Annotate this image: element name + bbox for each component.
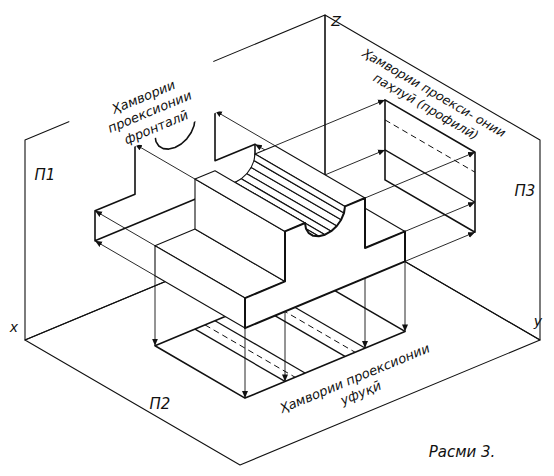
- plane-title: Ҳамвории проекси- онии паҳлуӣ (профилӣ): [345, 41, 516, 159]
- figure-caption: Расми 3.: [429, 443, 496, 462]
- projector-line: [135, 144, 195, 179]
- object-face: [195, 171, 305, 232]
- plane-title: Ҳамвории проексионии фронталӣ: [68, 59, 232, 166]
- hidden-edge: [205, 325, 295, 377]
- projector-line: [285, 311, 286, 381]
- plane-symbol: Π1: [35, 166, 56, 185]
- projector-line: [405, 232, 475, 261]
- view-edge: [215, 321, 305, 373]
- projector-line: [95, 241, 155, 276]
- view-edge: [195, 329, 285, 381]
- object-face: [155, 246, 245, 328]
- projector-line: [405, 202, 475, 231]
- projector-line: [215, 111, 275, 146]
- plane-symbol: Π2: [150, 395, 171, 414]
- profile-plane: [325, 15, 540, 340]
- projector-line: [365, 152, 475, 198]
- projector-line: [245, 328, 246, 398]
- plane-symbol: Π3: [515, 182, 536, 201]
- projector-line: [365, 278, 366, 348]
- axis-label: x: [10, 319, 18, 337]
- projector-line: [95, 211, 155, 246]
- axis-label: Z: [331, 13, 341, 31]
- projector-line: [405, 261, 406, 331]
- axis-label: y: [534, 313, 542, 331]
- object-solid: [155, 146, 405, 328]
- projection-planes: [25, 15, 540, 465]
- projector-line: [155, 276, 156, 346]
- projector-line: [275, 100, 385, 146]
- object-end-face: [245, 198, 405, 328]
